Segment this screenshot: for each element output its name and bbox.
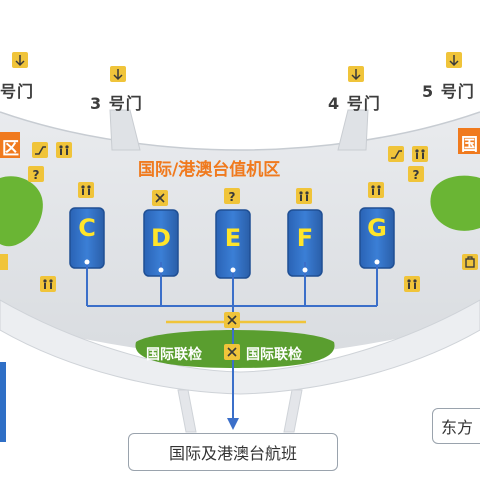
restroom-icon [56, 142, 72, 158]
restroom-icon [404, 276, 420, 292]
counter-d-label: D [151, 224, 171, 252]
green-planter-right [430, 175, 480, 231]
counter-g-label: G [367, 214, 387, 242]
counter-e-label: E [224, 224, 242, 252]
east-label-box: 东方 [432, 408, 480, 444]
info-question-icon: ? [408, 166, 424, 182]
checkin-zone-title: 国际/港澳台值机区 [138, 160, 281, 180]
svg-text:?: ? [33, 168, 40, 182]
destination-box: 国际及港澳台航班 [128, 433, 338, 471]
info-question-icon: ? [224, 188, 240, 204]
left-blue-panel [0, 362, 6, 442]
security-check-icon [224, 312, 240, 328]
lower-pillar-right [283, 389, 303, 433]
gate-label-5: 5 号门 [422, 82, 475, 101]
inspection-label-left: 国际联检 [146, 347, 202, 363]
restroom-icon [40, 276, 56, 292]
info-question-icon: ? [28, 166, 44, 182]
gate-entrance-icon [446, 52, 462, 68]
luggage-icon [462, 254, 478, 270]
escalator-icon [32, 142, 48, 158]
green-planter-left [0, 176, 43, 247]
gate-entrance-icon [110, 66, 126, 82]
gate-entrance-icon [348, 66, 364, 82]
gate-3-corridor [109, 109, 141, 151]
gate-label-3: 3 号门 [90, 94, 143, 113]
side-zone-left-tag [0, 132, 20, 158]
side-zone-left-label: 区 [2, 139, 19, 159]
svg-text:?: ? [229, 190, 236, 204]
side-zone-right-label: 国 [461, 135, 478, 155]
route-arrow-head [227, 418, 239, 430]
gate-4-corridor [337, 109, 369, 151]
security-check-icon [152, 190, 168, 206]
inspection-label-right: 国际联检 [246, 347, 302, 363]
restroom-icon [296, 188, 312, 204]
security-check-icon [224, 344, 240, 360]
escalator-icon [388, 146, 404, 162]
gate-label-left-partial: 号门 [0, 82, 35, 101]
terminal-floor-outline [0, 111, 480, 151]
restroom-icon [412, 146, 428, 162]
counter-dots [84, 259, 380, 273]
gate-entrance-icon [12, 52, 28, 68]
gate-label-4: 4 号门 [328, 94, 381, 113]
counter-c-label: C [78, 214, 96, 242]
restroom-icon [78, 182, 94, 198]
side-zone-right-tag [458, 128, 480, 154]
restroom-icon [368, 182, 384, 198]
lower-pillar-left [177, 389, 197, 433]
svg-text:?: ? [413, 168, 420, 182]
counter-f-label: F [296, 224, 314, 252]
info-question-icon [0, 254, 8, 270]
